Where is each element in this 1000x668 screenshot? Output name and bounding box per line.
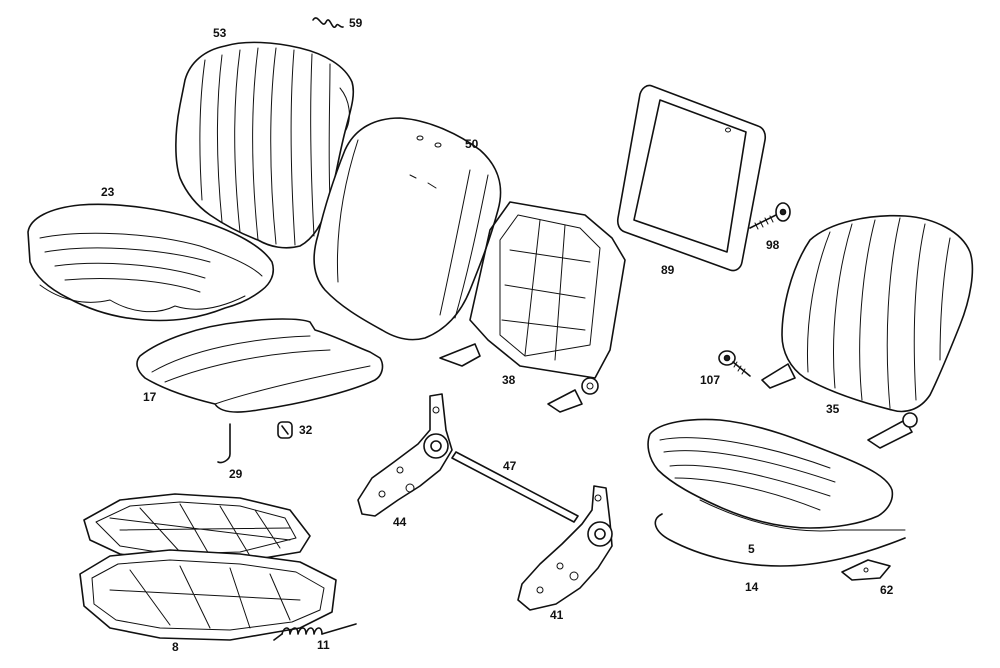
part-41-recliner-hinge bbox=[517, 485, 613, 611]
part-89-back-panel bbox=[616, 84, 767, 272]
callout-47: 47 bbox=[503, 459, 517, 473]
part-98-screw bbox=[749, 202, 791, 230]
callout-50: 50 bbox=[465, 137, 479, 151]
part-38-backrest-frame bbox=[439, 201, 626, 413]
part-47-cross-tube bbox=[451, 451, 579, 523]
part-59-clip bbox=[312, 17, 344, 29]
callout-11: 11 bbox=[317, 638, 330, 652]
callout-17: 17 bbox=[143, 390, 157, 404]
callout-29: 29 bbox=[229, 467, 243, 481]
part-5-seat-cushion bbox=[647, 418, 906, 532]
callout-89: 89 bbox=[661, 263, 675, 277]
part-29-wire-hook bbox=[217, 423, 231, 464]
callout-53: 53 bbox=[213, 26, 227, 40]
callout-98: 98 bbox=[766, 238, 780, 252]
callout-5: 5 bbox=[748, 542, 755, 556]
callout-44: 44 bbox=[393, 515, 407, 529]
part-62-trim-piece bbox=[841, 559, 891, 581]
callout-32: 32 bbox=[299, 423, 313, 437]
part-11-spring bbox=[273, 623, 357, 641]
part-14-trim-strip bbox=[654, 513, 906, 567]
callout-62: 62 bbox=[880, 583, 894, 597]
part-107-bolt bbox=[718, 350, 751, 377]
callout-23: 23 bbox=[101, 185, 115, 199]
callout-35: 35 bbox=[826, 402, 840, 416]
callout-14: 14 bbox=[745, 580, 759, 594]
callout-38: 38 bbox=[502, 373, 516, 387]
part-44-recliner-hinge bbox=[357, 393, 453, 517]
callout-59: 59 bbox=[349, 16, 363, 30]
callout-41: 41 bbox=[550, 608, 564, 622]
part-32-clip bbox=[277, 421, 293, 439]
part-8-seat-frame bbox=[79, 493, 337, 641]
part-50-backrest-pad bbox=[313, 117, 502, 341]
part-17-seat-pad bbox=[136, 318, 384, 413]
callout-8: 8 bbox=[172, 640, 179, 654]
callout-107: 107 bbox=[700, 373, 721, 387]
part-35-backrest-assembly bbox=[761, 214, 974, 449]
part-23-seat-cover bbox=[27, 203, 275, 322]
